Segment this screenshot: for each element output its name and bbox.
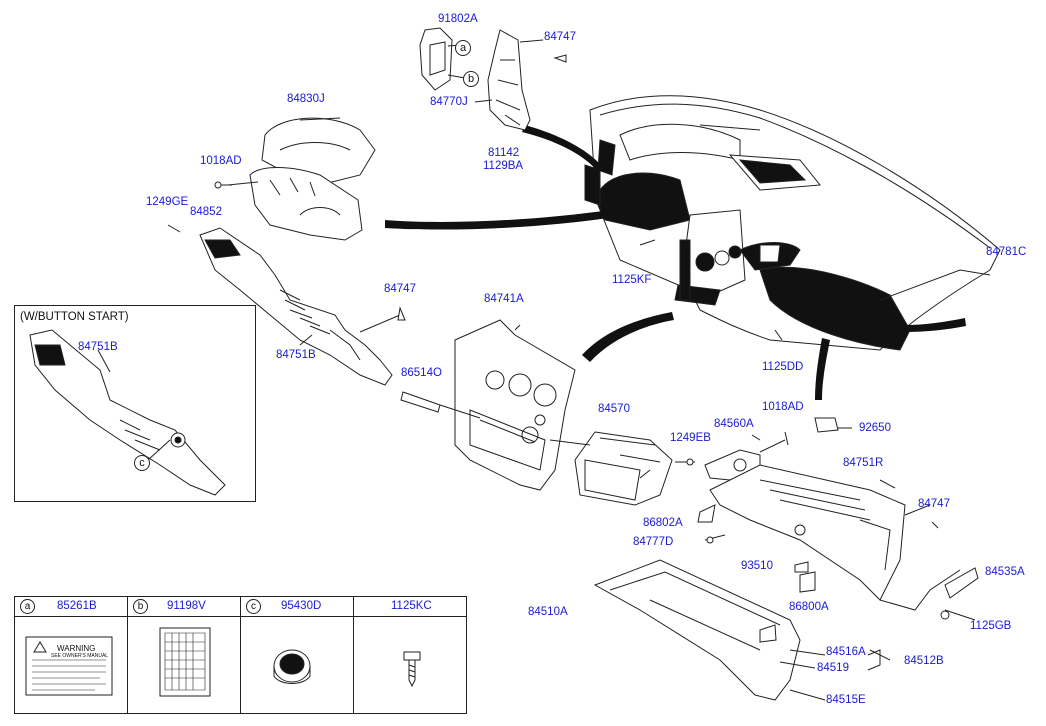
legend-warning-label bbox=[25, 636, 113, 696]
inset-button-start-box bbox=[14, 305, 256, 502]
label-84516A[interactable]: 84516A bbox=[826, 646, 866, 658]
label-1125DD[interactable]: 1125DD bbox=[762, 361, 804, 373]
legend-key-b: b bbox=[133, 599, 148, 614]
part-84510A bbox=[593, 559, 801, 701]
legend-part-95430D[interactable]: 95430D bbox=[281, 600, 322, 612]
label-84770J[interactable]: 84770J bbox=[430, 96, 468, 108]
label-1125GB[interactable]: 1125GB bbox=[970, 620, 1012, 632]
label-86514O[interactable]: 86514O bbox=[401, 367, 442, 379]
callout-c: c bbox=[134, 455, 150, 471]
legend-start-button bbox=[273, 649, 311, 684]
label-84535A[interactable]: 84535A bbox=[985, 566, 1025, 578]
part-86800A bbox=[799, 571, 816, 593]
label-1018AD-left[interactable]: 1018AD bbox=[200, 155, 242, 167]
label-81142[interactable]: 81142 bbox=[488, 147, 520, 159]
legend-divider bbox=[353, 597, 354, 713]
part-84535A bbox=[944, 567, 979, 599]
label-91802A[interactable]: 91802A bbox=[438, 13, 478, 25]
label-84747-top[interactable]: 84747 bbox=[544, 31, 576, 43]
legend-manual-text: SEE OWNER'S MANUAL bbox=[51, 653, 109, 659]
label-92650[interactable]: 92650 bbox=[859, 422, 891, 434]
label-84741A[interactable]: 84741A bbox=[484, 293, 524, 305]
part-84852 bbox=[249, 167, 363, 241]
legend-fuse-chart bbox=[159, 627, 211, 697]
label-84512B[interactable]: 84512B bbox=[904, 655, 944, 667]
label-1125KF[interactable]: 1125KF bbox=[612, 274, 652, 286]
part-84751B-inset bbox=[29, 329, 226, 496]
legend-key-c: c bbox=[246, 599, 261, 614]
label-86800A[interactable]: 86800A bbox=[789, 601, 829, 613]
label-84751B-main[interactable]: 84751B bbox=[276, 349, 316, 361]
part-91802A bbox=[419, 27, 453, 91]
part-92650 bbox=[814, 417, 839, 433]
label-84751B-inset[interactable]: 84751B bbox=[78, 341, 118, 353]
label-84830J[interactable]: 84830J bbox=[287, 93, 325, 105]
label-86802A[interactable]: 86802A bbox=[643, 517, 683, 529]
part-84741A bbox=[454, 319, 576, 491]
label-93510[interactable]: 93510 bbox=[741, 560, 773, 572]
label-84560A[interactable]: 84560A bbox=[714, 418, 754, 430]
legend-part-1125KC[interactable]: 1125KC bbox=[391, 600, 432, 612]
label-84852[interactable]: 84852 bbox=[190, 206, 222, 218]
label-84747-mid[interactable]: 84747 bbox=[384, 283, 416, 295]
label-1018AD-right[interactable]: 1018AD bbox=[762, 401, 804, 413]
legend-warning-text: WARNING bbox=[57, 644, 96, 653]
label-84777D[interactable]: 84777D bbox=[633, 536, 674, 548]
part-86802A bbox=[697, 504, 716, 523]
part-84751B-main bbox=[199, 227, 393, 386]
callout-a: a bbox=[455, 40, 471, 56]
label-84781C[interactable]: 84781C bbox=[986, 246, 1027, 258]
legend-part-85261B[interactable]: 85261B bbox=[57, 600, 97, 612]
part-84751R bbox=[709, 464, 906, 601]
part-93510 bbox=[794, 561, 809, 573]
part-84770J bbox=[487, 29, 531, 131]
legend-divider bbox=[127, 597, 128, 713]
legend-key-a: a bbox=[20, 599, 35, 614]
callout-b: b bbox=[463, 71, 479, 87]
label-84570[interactable]: 84570 bbox=[598, 403, 630, 415]
label-1249GE[interactable]: 1249GE bbox=[146, 196, 189, 208]
label-84751R[interactable]: 84751R bbox=[843, 457, 884, 469]
label-84519[interactable]: 84519 bbox=[817, 662, 849, 674]
legend-divider bbox=[240, 597, 241, 713]
label-84510A[interactable]: 84510A bbox=[528, 606, 568, 618]
label-1129BA[interactable]: 1129BA bbox=[483, 160, 524, 172]
inset-title: (W/BUTTON START) bbox=[20, 311, 129, 323]
label-84747-right[interactable]: 84747 bbox=[918, 498, 950, 510]
legend-screw bbox=[403, 651, 421, 688]
legend-table: a 85261B b 91198V c 95430D 1125KC WARNIN… bbox=[14, 596, 467, 714]
part-84570 bbox=[574, 431, 673, 506]
legend-part-91198V[interactable]: 91198V bbox=[167, 600, 206, 612]
label-84515E[interactable]: 84515E bbox=[826, 694, 866, 706]
label-1249EB[interactable]: 1249EB bbox=[670, 432, 711, 444]
dashboard-assembly bbox=[584, 95, 1001, 351]
